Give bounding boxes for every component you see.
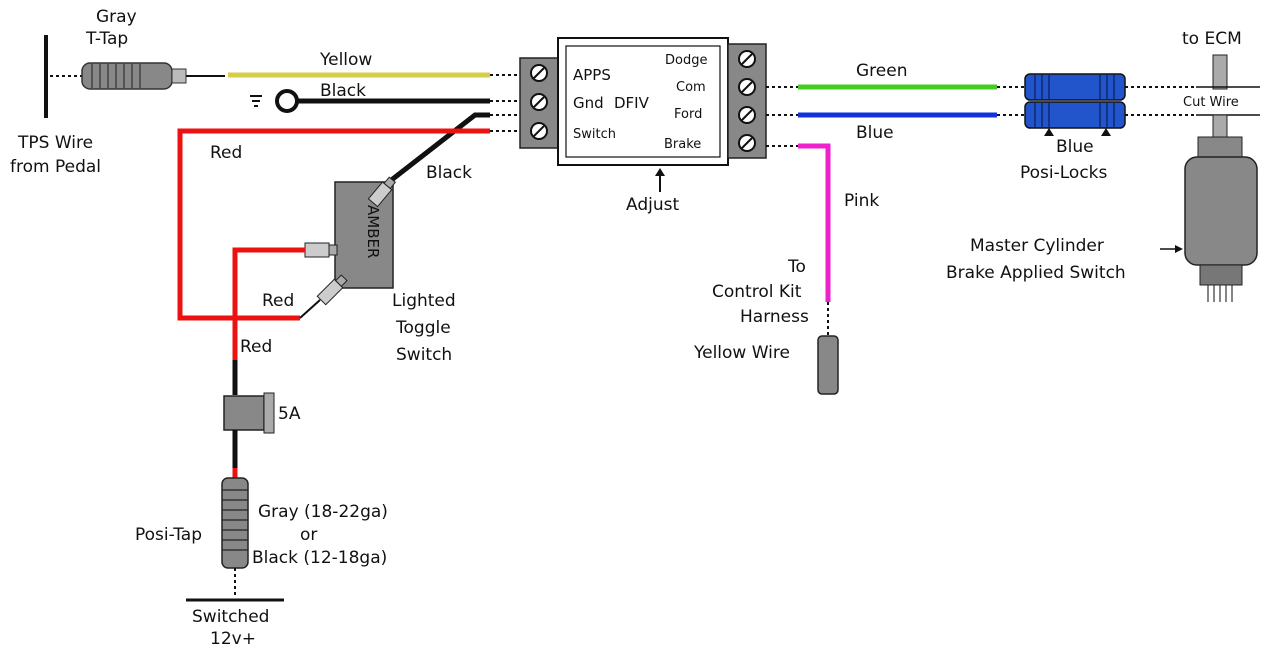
module-dodge: Dodge [665, 53, 707, 68]
fuse-cap [263, 392, 275, 434]
tps-label-1: TPS Wire [17, 133, 93, 153]
to-ecm-label: to ECM [1182, 29, 1242, 49]
posi-tap-body [221, 477, 249, 569]
black-toggle-wire [383, 112, 490, 187]
switched-label-2: 12v+ [210, 629, 256, 649]
green-label: Green [856, 61, 907, 81]
fuse-label: 5A [278, 404, 301, 424]
red-left-label: Red [210, 143, 242, 163]
toggle-terminal-mid [304, 242, 338, 258]
gray-ttap-tip [171, 68, 187, 84]
toggle-label-2: Toggle [395, 318, 451, 338]
red-toggle-lead [299, 299, 321, 319]
control-label-2: Control Kit [712, 282, 802, 302]
gauge-label-3: Black (12-18ga) [252, 548, 387, 568]
module-gnd: Gnd [573, 94, 604, 112]
posi-tap-ribs [222, 489, 248, 551]
posilock-bottom [1024, 101, 1126, 129]
tps-label-2: from Pedal [10, 157, 101, 177]
ecm-wire-bottom [1212, 114, 1228, 138]
blue-label: Blue [856, 123, 894, 143]
black-toggle-label: Black [426, 163, 472, 183]
pink-label: Pink [844, 191, 879, 211]
module-com: Com [676, 80, 706, 95]
gray-ttap-label-1: Gray [96, 7, 137, 27]
module-brake: Brake [664, 137, 701, 152]
red-lower-label: Red [240, 337, 272, 357]
posilock-top [1024, 73, 1126, 101]
red-toggle-label: Red [262, 291, 294, 311]
adjust-arrow-head [655, 168, 665, 176]
black-top-label: Black [320, 81, 366, 101]
left-terminal-screws [530, 64, 548, 140]
amber-label: AMBER [364, 205, 382, 258]
toggle-terminal-bottom [316, 274, 348, 306]
red-main-wire [177, 128, 490, 321]
cut-wire-label: Cut Wire [1183, 95, 1239, 110]
ground-symbol [250, 95, 262, 107]
toggle-label-1: Lighted [392, 291, 456, 311]
yellow-label: Yellow [319, 50, 372, 70]
posi-tap-label: Posi-Tap [135, 525, 202, 545]
switched-label-1: Switched [192, 607, 269, 627]
toggle-label-3: Switch [396, 345, 452, 365]
module-inner [565, 45, 721, 158]
gauge-label-1: Gray (18-22ga) [258, 502, 388, 522]
tps-wire-group: Gray T-Tap TPS Wire from Pedal [10, 7, 225, 177]
fuse-holder [223, 395, 265, 431]
switch-body [1184, 156, 1258, 266]
control-label-3: Harness [740, 307, 809, 327]
dfiv-module: APPS Gnd DFIV Switch Dodge Com Ford Brak… [519, 37, 767, 215]
module-apps: APPS [573, 66, 611, 84]
red-toggle-wire [232, 247, 305, 318]
posilock-arrow-right [1101, 128, 1111, 136]
gray-ttap-body [81, 62, 173, 90]
ecm-wire-top [1212, 54, 1228, 90]
fuse-feed: Red 5A Posi-Tap Gray (18-22ga) or Black … [135, 318, 388, 649]
gauge-label-2: or [300, 525, 317, 545]
posilock-ribs [1034, 75, 1115, 127]
control-label-1: To [787, 257, 806, 277]
blue-posi-locks: Blue Posi-Locks [1020, 73, 1196, 183]
module-dfiv: DFIV [614, 94, 650, 112]
control-kit-connector [817, 335, 839, 395]
master-label-1: Master Cylinder [970, 236, 1104, 256]
toggle-terminal-top [367, 176, 397, 208]
gray-ttap-label-2: T-Tap [85, 29, 128, 49]
module-wires: Yellow Black Black Red [177, 50, 520, 321]
switch-base [1199, 264, 1243, 286]
output-wires: Green Blue Pink To Control Kit Harness Y… [693, 61, 1025, 395]
posilock-arrow-left [1044, 128, 1054, 136]
control-label-4: Yellow Wire [693, 343, 790, 363]
posilocks-label-2: Posi-Locks [1020, 163, 1108, 183]
posilocks-label-1: Blue [1056, 137, 1094, 157]
adjust-label: Adjust [626, 195, 679, 215]
switch-neck [1197, 136, 1243, 158]
master-arrow-head [1175, 245, 1183, 253]
master-label-2: Brake Applied Switch [946, 263, 1126, 283]
right-terminal-screws [738, 50, 756, 152]
lighted-toggle-switch: AMBER Red Lighted Toggle Switch [232, 176, 456, 365]
switch-thread [1207, 285, 1233, 302]
module-switch: Switch [573, 127, 616, 142]
pink-wire [798, 143, 831, 302]
master-cylinder: to ECM Cut Wire Master Cylinder Brake Ap… [946, 29, 1260, 302]
module-ford: Ford [674, 107, 702, 122]
ground-ring [275, 89, 299, 113]
gray-ttap-ribs [91, 64, 141, 88]
